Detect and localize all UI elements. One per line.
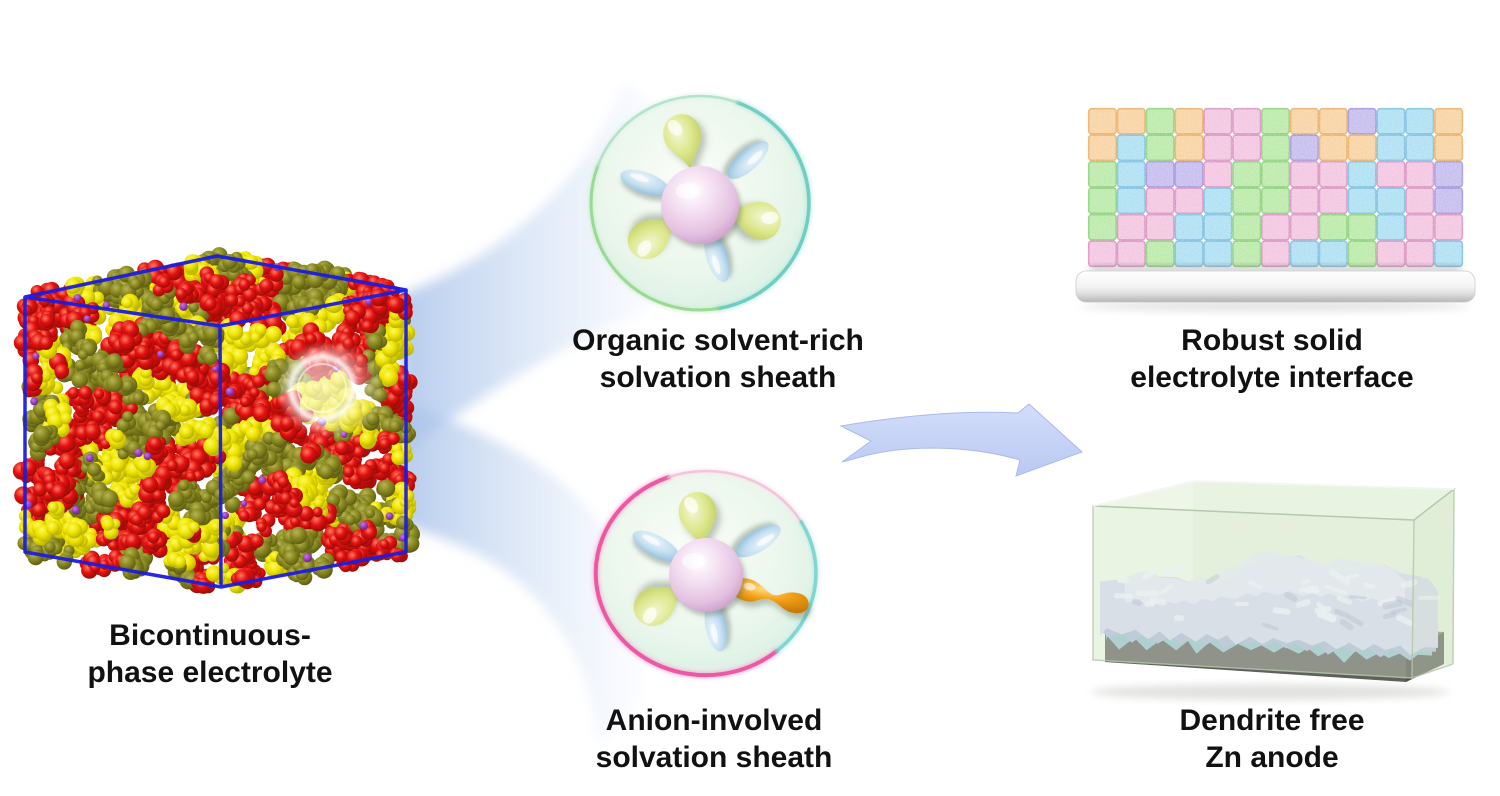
solvent-molecule bbox=[704, 600, 728, 652]
zn-cation bbox=[669, 538, 743, 612]
organic-solvation-bubble bbox=[587, 92, 813, 314]
label-line: Organic solvent-rich bbox=[572, 324, 864, 357]
solvent-molecule bbox=[678, 492, 717, 549]
label-robust-sei: Robust solid electrolyte interface bbox=[1072, 322, 1472, 396]
anion-molecule bbox=[731, 578, 809, 614]
solvent-molecule bbox=[632, 530, 680, 562]
zn-cation bbox=[661, 166, 739, 244]
solvent-molecule bbox=[620, 169, 670, 197]
electrolyte-cube-particles bbox=[12, 247, 421, 594]
label-dendrite-free-anode: Dendrite free Zn anode bbox=[1072, 702, 1472, 776]
label-line: Robust solid bbox=[1181, 324, 1363, 357]
solvent-molecule bbox=[725, 201, 781, 240]
label-line: Anion-involved bbox=[605, 704, 823, 737]
glass-box-shadow bbox=[1090, 684, 1450, 700]
label-line: Bicontinuous- bbox=[109, 619, 311, 652]
anion-solvation-bubble bbox=[592, 467, 820, 679]
label-line: phase electrolyte bbox=[87, 656, 333, 689]
base-shadow bbox=[1080, 300, 1470, 312]
wall-shadow bbox=[1090, 265, 1462, 273]
glass-box bbox=[1092, 479, 1456, 682]
label-line: Zn anode bbox=[1205, 741, 1339, 774]
solvent-molecule bbox=[704, 232, 730, 282]
solvent-molecule bbox=[735, 524, 781, 558]
label-organic-solvation-sheath: Organic solvent-rich solvation sheath bbox=[518, 322, 918, 396]
solvent-molecule bbox=[727, 140, 769, 180]
label-line: Dendrite free bbox=[1179, 704, 1365, 737]
zn-deposit-flakes bbox=[1100, 550, 1442, 663]
label-anion-solvation-sheath: Anion-involved solvation sheath bbox=[514, 702, 914, 776]
cube-wireframe bbox=[23, 254, 408, 589]
solvent-molecule bbox=[663, 114, 702, 170]
solvent-molecule bbox=[633, 586, 685, 626]
sei-brick-wall bbox=[1087, 107, 1464, 268]
label-line: solvation sheath bbox=[595, 741, 833, 774]
zoom-highlight-circle bbox=[276, 342, 378, 434]
label-line: electrolyte interface bbox=[1130, 361, 1414, 394]
solvent-molecule bbox=[627, 218, 678, 260]
label-bicontinuous-phase-electrolyte: Bicontinuous- phase electrolyte bbox=[10, 617, 410, 691]
wall-base-pedestal bbox=[1075, 270, 1476, 303]
flow-arrow bbox=[839, 403, 1083, 477]
label-line: solvation sheath bbox=[599, 361, 837, 394]
